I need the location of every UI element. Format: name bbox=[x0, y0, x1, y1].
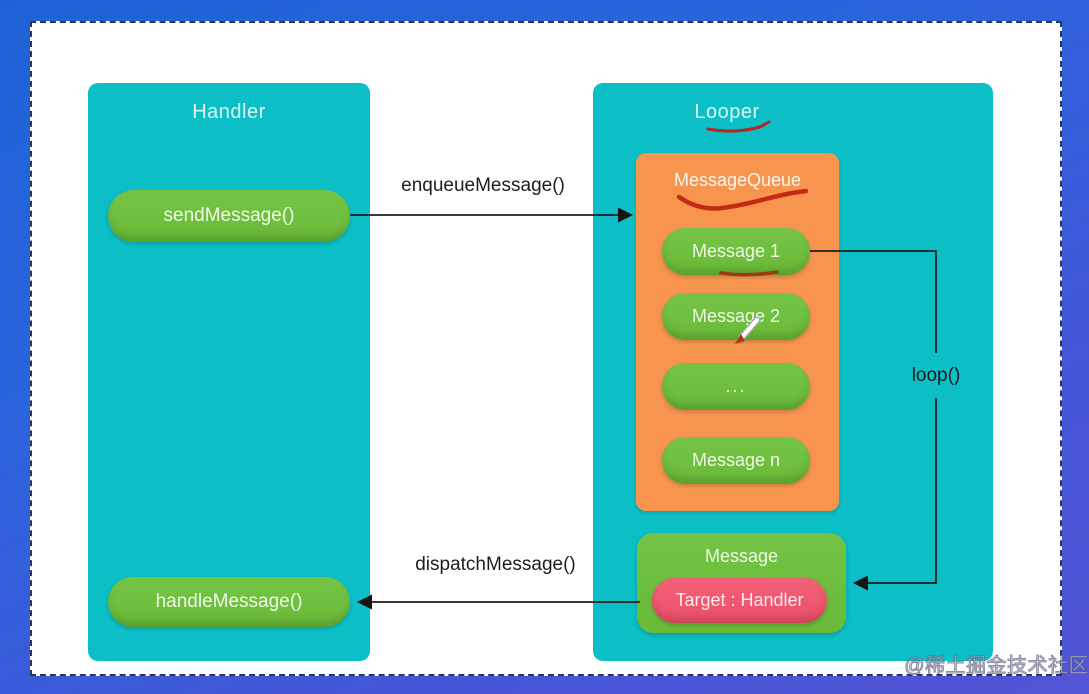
handler-box: Handler sendMessage() handleMessage() bbox=[88, 83, 370, 661]
target-handler-node: Target : Handler bbox=[652, 578, 827, 623]
message-queue-box: MessageQueue Message 1 Message 2 ... Mes… bbox=[636, 153, 839, 511]
watermark: @稀土掘金技术社区 bbox=[904, 655, 1089, 678]
handle-message-node: handleMessage() bbox=[108, 577, 350, 627]
queue-item: Message n bbox=[662, 437, 810, 484]
message-queue-title: MessageQueue bbox=[673, 170, 802, 190]
queue-item-ellipsis: ... bbox=[662, 363, 810, 410]
queue-item: Message 2 bbox=[662, 293, 810, 340]
dispatch-message-label: dispatchMessage() bbox=[415, 554, 576, 575]
looper-box-title: Looper bbox=[694, 101, 760, 123]
loop-label: loop() bbox=[911, 365, 961, 386]
handler-box-title: Handler bbox=[192, 101, 266, 123]
send-message-node: sendMessage() bbox=[108, 190, 350, 242]
enqueue-message-label: enqueueMessage() bbox=[401, 175, 565, 196]
queue-item: Message 1 bbox=[662, 228, 810, 275]
message-box-title: Message bbox=[704, 546, 779, 566]
message-box: Message Target : Handler bbox=[637, 533, 846, 633]
